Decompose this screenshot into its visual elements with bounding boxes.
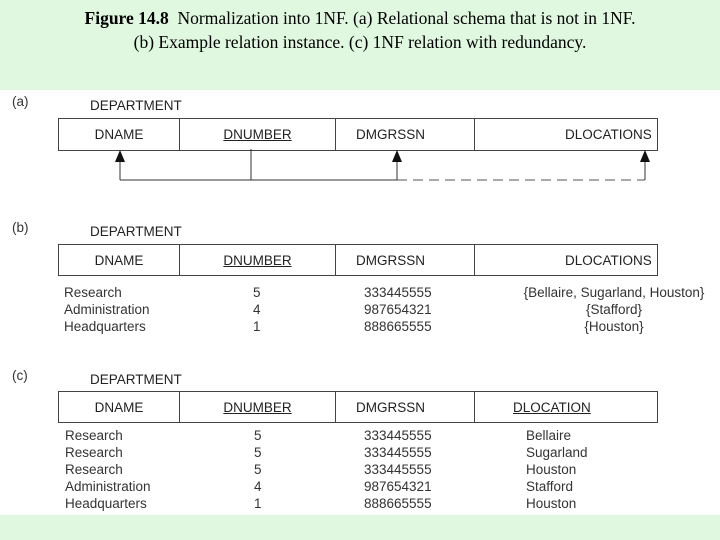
panel-c-dmgrssn-values: 333445555 333445555 333445555 987654321 … (364, 427, 432, 512)
panel-a-col-dlocations: DLOCATIONS (565, 127, 652, 142)
table-cell: 333445555 (364, 285, 432, 300)
table-cell: 333445555 (364, 462, 432, 477)
panel-c-schema-box: DNAME DNUMBER DMGRSSN DLOCATION (58, 391, 658, 423)
panel-a-relation-name: DEPARTMENT (90, 98, 182, 113)
panel-b-col-dlocations: DLOCATIONS (565, 252, 652, 268)
caption-line-2: (b) Example relation instance. (c) 1NF r… (133, 32, 587, 52)
panel-b-dmgrssn-values: 333445555 987654321 888665555 (364, 284, 432, 335)
table-cell: 4 (253, 302, 261, 317)
panel-c-col-dnumber: DNUMBER (223, 399, 292, 415)
panel-b-schema-box: DNAME DNUMBER DMGRSSN DLOCATIONS (58, 244, 658, 276)
table-cell: Stafford (526, 479, 574, 494)
table-cell: 1 (254, 496, 262, 511)
table-cell: {Stafford} (585, 302, 643, 317)
panel-a-col-dnumber: DNUMBER (223, 127, 292, 142)
panel-c-col-dmgrssn: DMGRSSN (356, 399, 426, 415)
table-cell: 987654321 (364, 479, 432, 494)
table-cell: 5 (254, 445, 262, 460)
caption-text-1: Normalization into 1NF. (a) Relational s… (177, 8, 636, 28)
table-cell: Sugarland (526, 445, 588, 460)
panel-b-dname-values: Research Administration Headquarters (64, 284, 150, 335)
table-cell: Administration (64, 302, 150, 317)
table-cell: 5 (254, 462, 262, 477)
table-cell: 1 (253, 319, 261, 334)
figure-caption: Figure 14.8 Normalization into 1NF. (a) … (0, 6, 720, 54)
panel-a-dependency-arrows (115, 149, 650, 181)
panel-b-col-dname: DNAME (94, 252, 144, 268)
panel-a-col-dname: DNAME (94, 127, 144, 142)
table-cell: Houston (526, 496, 577, 511)
table-cell: 888665555 (364, 319, 432, 334)
panel-b-relation-name: DEPARTMENT (90, 224, 182, 239)
panel-b-col-dnumber: DNUMBER (223, 252, 292, 268)
table-cell: 5 (254, 428, 262, 443)
panel-a-schema-box: DNAME DNUMBER DMGRSSN DLOCATIONS (58, 118, 658, 151)
caption-line-1: Figure 14.8 Normalization into 1NF. (a) … (0, 6, 720, 30)
table-cell: Research (65, 445, 123, 460)
panel-c-col-dname: DNAME (94, 399, 144, 415)
table-cell: Research (64, 285, 122, 300)
panel-b-dnumber-values: 5 4 1 (253, 284, 261, 335)
panel-c-label: (c) (12, 368, 28, 383)
table-cell: 4 (254, 479, 262, 494)
table-cell: Research (65, 428, 123, 443)
table-cell: {Bellaire, Sugarland, Houston} (523, 285, 705, 300)
diagram-panel: (a) DEPARTMENT DNAME DNUMBER DMGRSSN DLO… (0, 90, 720, 515)
table-cell: 5 (253, 285, 261, 300)
figure-number: Figure 14.8 (84, 8, 169, 28)
table-cell: Headquarters (65, 496, 147, 511)
panel-a-col-dmgrssn: DMGRSSN (356, 127, 426, 142)
table-cell: Administration (65, 479, 151, 494)
panel-b-dlocations-values: {Bellaire, Sugarland, Houston} {Stafford… (504, 284, 720, 335)
panel-b-col-dmgrssn: DMGRSSN (356, 252, 426, 268)
table-cell: Bellaire (526, 428, 572, 443)
panel-c-dnumber-values: 5 5 5 4 1 (254, 427, 262, 512)
panel-a-label: (a) (12, 94, 29, 109)
panel-c-col-dlocation: DLOCATION (513, 399, 591, 415)
panel-b-label: (b) (12, 220, 29, 235)
table-cell: 333445555 (364, 428, 432, 443)
table-cell: 987654321 (364, 302, 432, 317)
table-cell: 333445555 (364, 445, 432, 460)
panel-c-relation-name: DEPARTMENT (90, 372, 182, 387)
table-cell: 888665555 (364, 496, 432, 511)
panel-c-dname-values: Research Research Research Administratio… (65, 427, 151, 512)
table-cell: Houston (526, 462, 577, 477)
panel-c-dlocation-values: Bellaire Sugarland Houston Stafford Hous… (526, 427, 588, 512)
table-cell: Research (65, 462, 123, 477)
table-cell: Headquarters (64, 319, 146, 334)
table-cell: {Houston} (584, 319, 644, 334)
